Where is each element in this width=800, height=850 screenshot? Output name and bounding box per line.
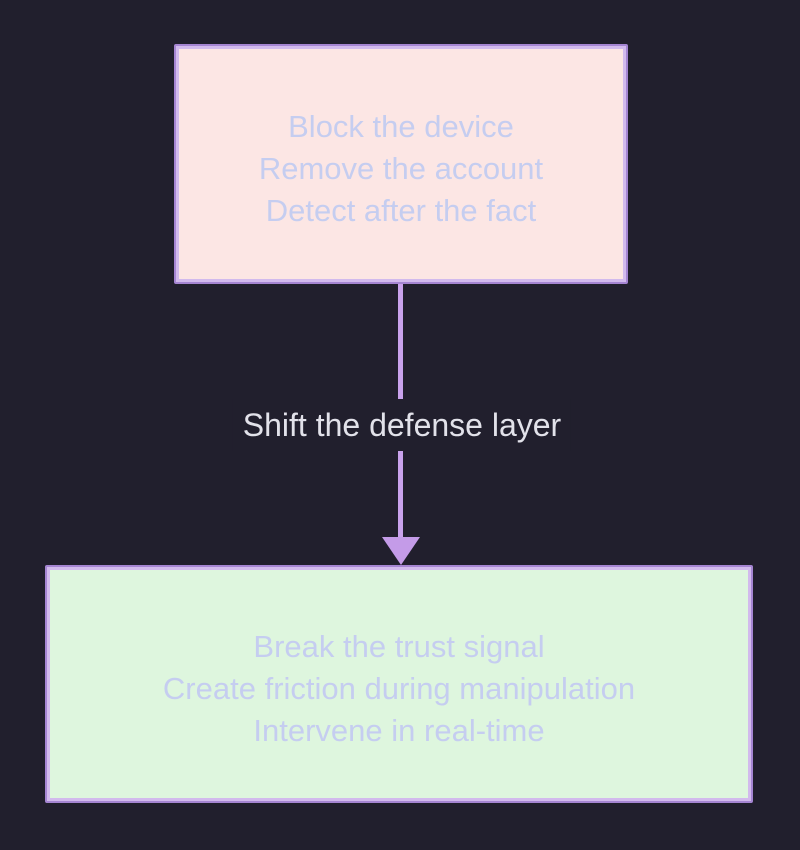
node-text-line: Intervene in real-time <box>253 713 545 748</box>
arrowhead-down-icon <box>382 537 420 565</box>
node-text-line: Remove the account <box>258 151 544 186</box>
node-legacy-defense-text: Block the device Remove the account Dete… <box>259 96 543 232</box>
node-shifted-defense-text: Break the trust signal Create friction d… <box>163 616 635 752</box>
node-shifted-defense: Break the trust signal Create friction d… <box>45 565 753 803</box>
node-text-line: Block the device <box>288 109 514 144</box>
node-text-line: Break the trust signal <box>253 629 545 664</box>
node-legacy-defense: Block the device Remove the account Dete… <box>174 44 628 284</box>
node-text-line: Create friction during manipulation <box>162 671 636 706</box>
edge-label: Shift the defense layer <box>232 399 572 451</box>
node-text-line: Detect after the fact <box>265 193 537 228</box>
